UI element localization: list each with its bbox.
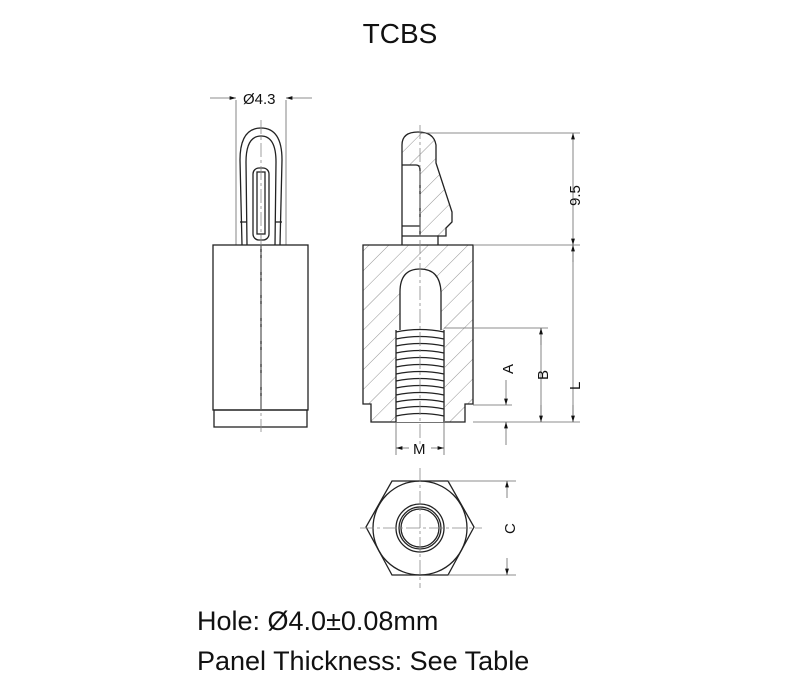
hex-across-flats-label: C: [502, 523, 519, 534]
thread-length-label: B: [535, 370, 552, 380]
thread-size-label: M: [413, 441, 426, 458]
head-diameter-label: Ø4.3: [243, 91, 276, 108]
overall-length-label: L: [567, 382, 584, 390]
head-height-label: 9.5: [567, 185, 584, 206]
bottom-view: C: [360, 468, 519, 588]
thread-depth-label: A: [500, 364, 517, 374]
panel-thickness-note: Panel Thickness: See Table: [197, 646, 530, 676]
front-view: Ø4.3: [210, 91, 312, 432]
hole-note: Hole: Ø4.0±0.08mm: [197, 606, 439, 636]
drawing-title: TCBS: [362, 18, 438, 49]
section-view: 9.5 L B A M: [362, 125, 584, 458]
